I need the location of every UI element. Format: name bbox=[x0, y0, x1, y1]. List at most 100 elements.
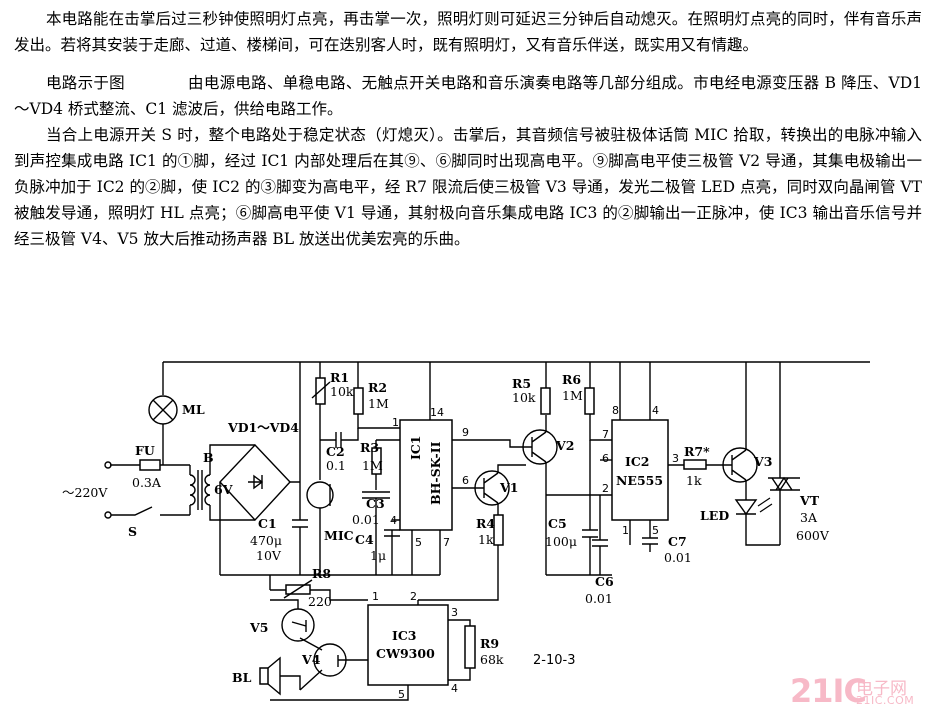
resistor-r7 bbox=[683, 459, 707, 470]
label-6v: 6V bbox=[214, 482, 233, 497]
ic2-ne555 bbox=[611, 419, 669, 521]
pin-ic2-6: 6 bbox=[602, 452, 609, 465]
label-bl: BL bbox=[232, 670, 252, 685]
pin-ic3-1: 1 bbox=[372, 590, 379, 603]
label-ic3-b: CW9300 bbox=[376, 646, 435, 661]
label-mic: MIC bbox=[324, 528, 354, 543]
label-r8-val: 220 bbox=[308, 594, 332, 609]
label-v2: V2 bbox=[555, 438, 574, 453]
label-vt-val2: 600V bbox=[796, 528, 830, 543]
bridge-rectifier-vd1-vd4 bbox=[219, 443, 300, 575]
lamp-ml bbox=[148, 395, 178, 425]
label-r1-val: 10k bbox=[330, 384, 354, 399]
label-c3-val: 0.01 bbox=[352, 512, 380, 527]
microphone-mic bbox=[306, 481, 334, 509]
label-v5: V5 bbox=[249, 620, 268, 635]
watermark-cn: 电子网 bbox=[856, 679, 907, 699]
capacitor-c5 bbox=[546, 440, 612, 576]
label-c1-val1: 470μ bbox=[250, 533, 282, 548]
label-ic2-a: IC2 bbox=[625, 454, 650, 469]
pin-ic2-8: 8 bbox=[612, 404, 619, 417]
triac-vt bbox=[768, 362, 800, 545]
led bbox=[734, 497, 780, 546]
label-r8: R8 bbox=[312, 566, 331, 581]
figure-number: 2-10-3 bbox=[533, 653, 576, 668]
label-b: B bbox=[203, 450, 214, 465]
capacitor-c3 bbox=[362, 491, 390, 575]
transistor-v1 bbox=[474, 470, 510, 506]
pin-ic1-5: 5 bbox=[415, 536, 422, 549]
pin-ic2-4: 4 bbox=[652, 404, 659, 417]
label-c3: C3 bbox=[366, 496, 385, 511]
description-text: 本电路能在击掌后过三秒钟使照明灯点亮，再击掌一次，照明灯则可延迟三分钟后自动熄灭… bbox=[14, 6, 922, 264]
resistor-r6 bbox=[584, 387, 595, 415]
capacitor-c1 bbox=[292, 362, 308, 575]
pin-ic3-4: 4 bbox=[451, 682, 458, 695]
pin-ic1-4: 4 bbox=[390, 514, 397, 527]
label-c7: C7 bbox=[668, 534, 687, 549]
label-r6-val: 1M bbox=[562, 388, 583, 403]
label-c4: C4 bbox=[355, 532, 374, 547]
label-r4: R4 bbox=[476, 516, 495, 531]
pin-ic1-6: 6 bbox=[462, 474, 469, 487]
label-r5: R5 bbox=[512, 376, 531, 391]
label-c2: C2 bbox=[326, 444, 345, 459]
speaker-bl bbox=[259, 656, 301, 696]
capacitor-c6 bbox=[592, 495, 608, 575]
paragraph-composition: 电路示于图 由电源电路、单稳电路、无触点开关电路和音乐演奏电路等几部分组成。市电… bbox=[14, 74, 922, 118]
label-r1: R1 bbox=[330, 370, 349, 385]
pin-ic2-2: 2 bbox=[602, 482, 609, 495]
resistor-r2 bbox=[353, 387, 364, 415]
label-r9-val: 68k bbox=[480, 652, 504, 667]
label-r2-val: 1M bbox=[368, 396, 389, 411]
watermark-brand: 21IC bbox=[790, 672, 867, 710]
label-v1: V1 bbox=[499, 480, 518, 495]
label-c4-val: 1μ bbox=[370, 548, 386, 563]
pin-ic1-14: 14 bbox=[430, 406, 444, 419]
switch-s bbox=[111, 506, 190, 516]
label-ic3-a: IC3 bbox=[392, 628, 417, 643]
label-vt: VT bbox=[799, 493, 820, 508]
label-v3: V3 bbox=[753, 454, 772, 469]
pin-ic2-3: 3 bbox=[672, 452, 679, 465]
fuse-fu bbox=[139, 459, 161, 471]
label-fu-value: 0.3A bbox=[132, 475, 162, 490]
watermark-domain: 21IC.COM bbox=[856, 694, 915, 707]
label-s: S bbox=[128, 524, 137, 539]
pin-ic1-1: 1 bbox=[392, 416, 399, 429]
label-vt-val1: 3A bbox=[800, 510, 818, 525]
label-ic1-a: IC1 bbox=[408, 436, 423, 461]
ic1-bh-sk-ii bbox=[399, 419, 453, 531]
circuit-schematic: ML FU 0.3A ～220V S B 6V VD1～VD4 C1 470μ … bbox=[62, 361, 870, 701]
label-c1-val2: 10V bbox=[256, 548, 282, 563]
capacitor-c7 bbox=[642, 530, 658, 552]
label-ic2-b: NE555 bbox=[616, 473, 663, 488]
label-ml: ML bbox=[182, 402, 205, 417]
resistor-r4 bbox=[493, 514, 504, 546]
label-mains: ～220V bbox=[62, 485, 108, 500]
transistor-v5 bbox=[281, 608, 315, 642]
pin-ic3-3: 3 bbox=[451, 606, 458, 619]
resistor-r9 bbox=[464, 625, 476, 669]
label-r6: R6 bbox=[562, 372, 581, 387]
label-c6: C6 bbox=[595, 574, 614, 589]
label-r3-val: 1M bbox=[362, 458, 383, 473]
transformer-b bbox=[189, 444, 255, 521]
ic3-cw9300 bbox=[367, 604, 449, 686]
pin-ic2-5: 5 bbox=[652, 524, 659, 537]
label-r7: R7* bbox=[684, 444, 710, 459]
pin-ic3-2: 2 bbox=[410, 590, 417, 603]
label-r4-val: 1k bbox=[478, 532, 494, 547]
label-fu: FU bbox=[135, 443, 155, 458]
pin-ic2-7: 7 bbox=[602, 428, 609, 441]
resistor-r5 bbox=[540, 387, 551, 415]
label-c7-val: 0.01 bbox=[664, 550, 692, 565]
watermark-logo: 21IC 电子网 21IC.COM bbox=[790, 672, 926, 712]
label-r3: R3 bbox=[360, 440, 379, 455]
label-r7-val: 1k bbox=[686, 473, 702, 488]
label-c5: C5 bbox=[548, 516, 567, 531]
label-c1: C1 bbox=[258, 516, 277, 531]
label-r9: R9 bbox=[480, 636, 499, 651]
label-ic1-b: BH-SK-II bbox=[428, 441, 443, 505]
label-v4: V4 bbox=[301, 652, 321, 667]
